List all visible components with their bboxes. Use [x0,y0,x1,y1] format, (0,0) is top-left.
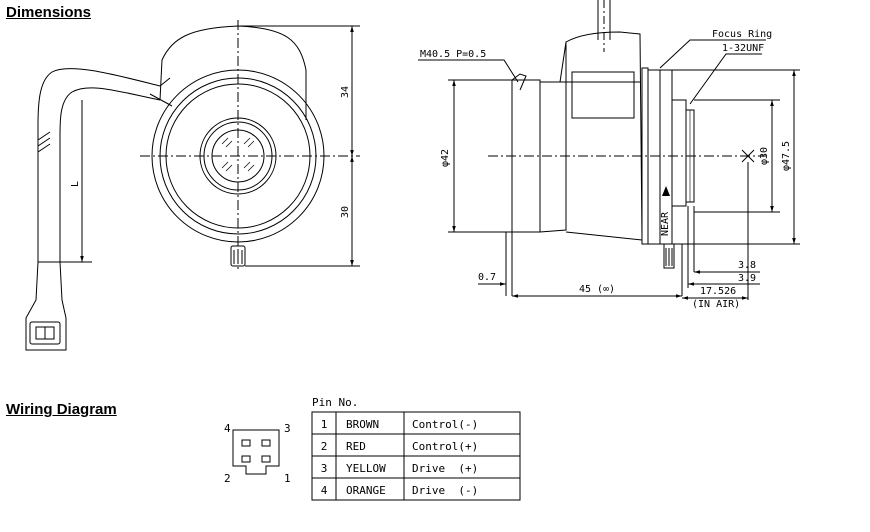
wiring-connector [232,429,280,475]
pin-3-label: 3 [284,422,291,435]
signal-name: Drive (-) [412,484,478,497]
dim-3-9: 3.9 [738,273,756,284]
dim-45: 45 (∞) [579,284,615,295]
dia-47-5: φ47.5 [781,141,792,171]
dim-17-526: 17.526 [700,286,736,297]
wire-color: ORANGE [346,484,386,497]
signal-name: Drive (+) [412,462,478,475]
side-view [418,0,800,300]
signal-name: Control(-) [412,418,478,431]
cable [37,68,161,262]
pin-table-grid [311,411,521,501]
pin-no: 2 [321,440,328,453]
cable-connector [25,261,67,351]
focus-ring-label: Focus Ring [712,29,772,40]
mount-thread [672,99,687,207]
near-arrow-icon [662,186,670,196]
wiring-diagram-title: Wiring Diagram [6,401,117,418]
front-view [25,20,360,351]
dia-30: φ30 [759,147,770,165]
dimensions-title: Dimensions [6,4,92,21]
wire-color: BROWN [346,418,379,431]
pin-no: 4 [321,484,328,497]
pin-2-label: 2 [224,472,231,485]
wire-color: RED [346,440,366,453]
signal-name: Control(+) [412,440,478,453]
pin-no: 1 [321,418,328,431]
dim-30: 30 [340,206,351,218]
pin-table-header: Pin No. [312,396,358,409]
wire-color: YELLOW [346,462,386,475]
side-housing [559,31,643,241]
dim-3-8: 3.8 [738,260,756,271]
dim-0-7: 0.7 [478,272,496,283]
thread-label: M40.5 P=0.5 [420,49,486,60]
pin-1-label: 1 [284,472,291,485]
near-label: NEAR [660,211,671,236]
pin-table-rows: 1 BROWN Control(-) 2 RED Control(+) 3 YE… [321,418,479,497]
pin-4-label: 4 [224,422,231,435]
mount-label: 1-32UNF [722,43,764,54]
lens-housing [159,25,307,120]
pin-no: 3 [321,462,328,475]
dim-L: L [70,181,81,187]
dim-34: 34 [340,86,351,98]
dia-42: φ42 [440,149,451,167]
in-air-label: (IN AIR) [692,299,740,310]
